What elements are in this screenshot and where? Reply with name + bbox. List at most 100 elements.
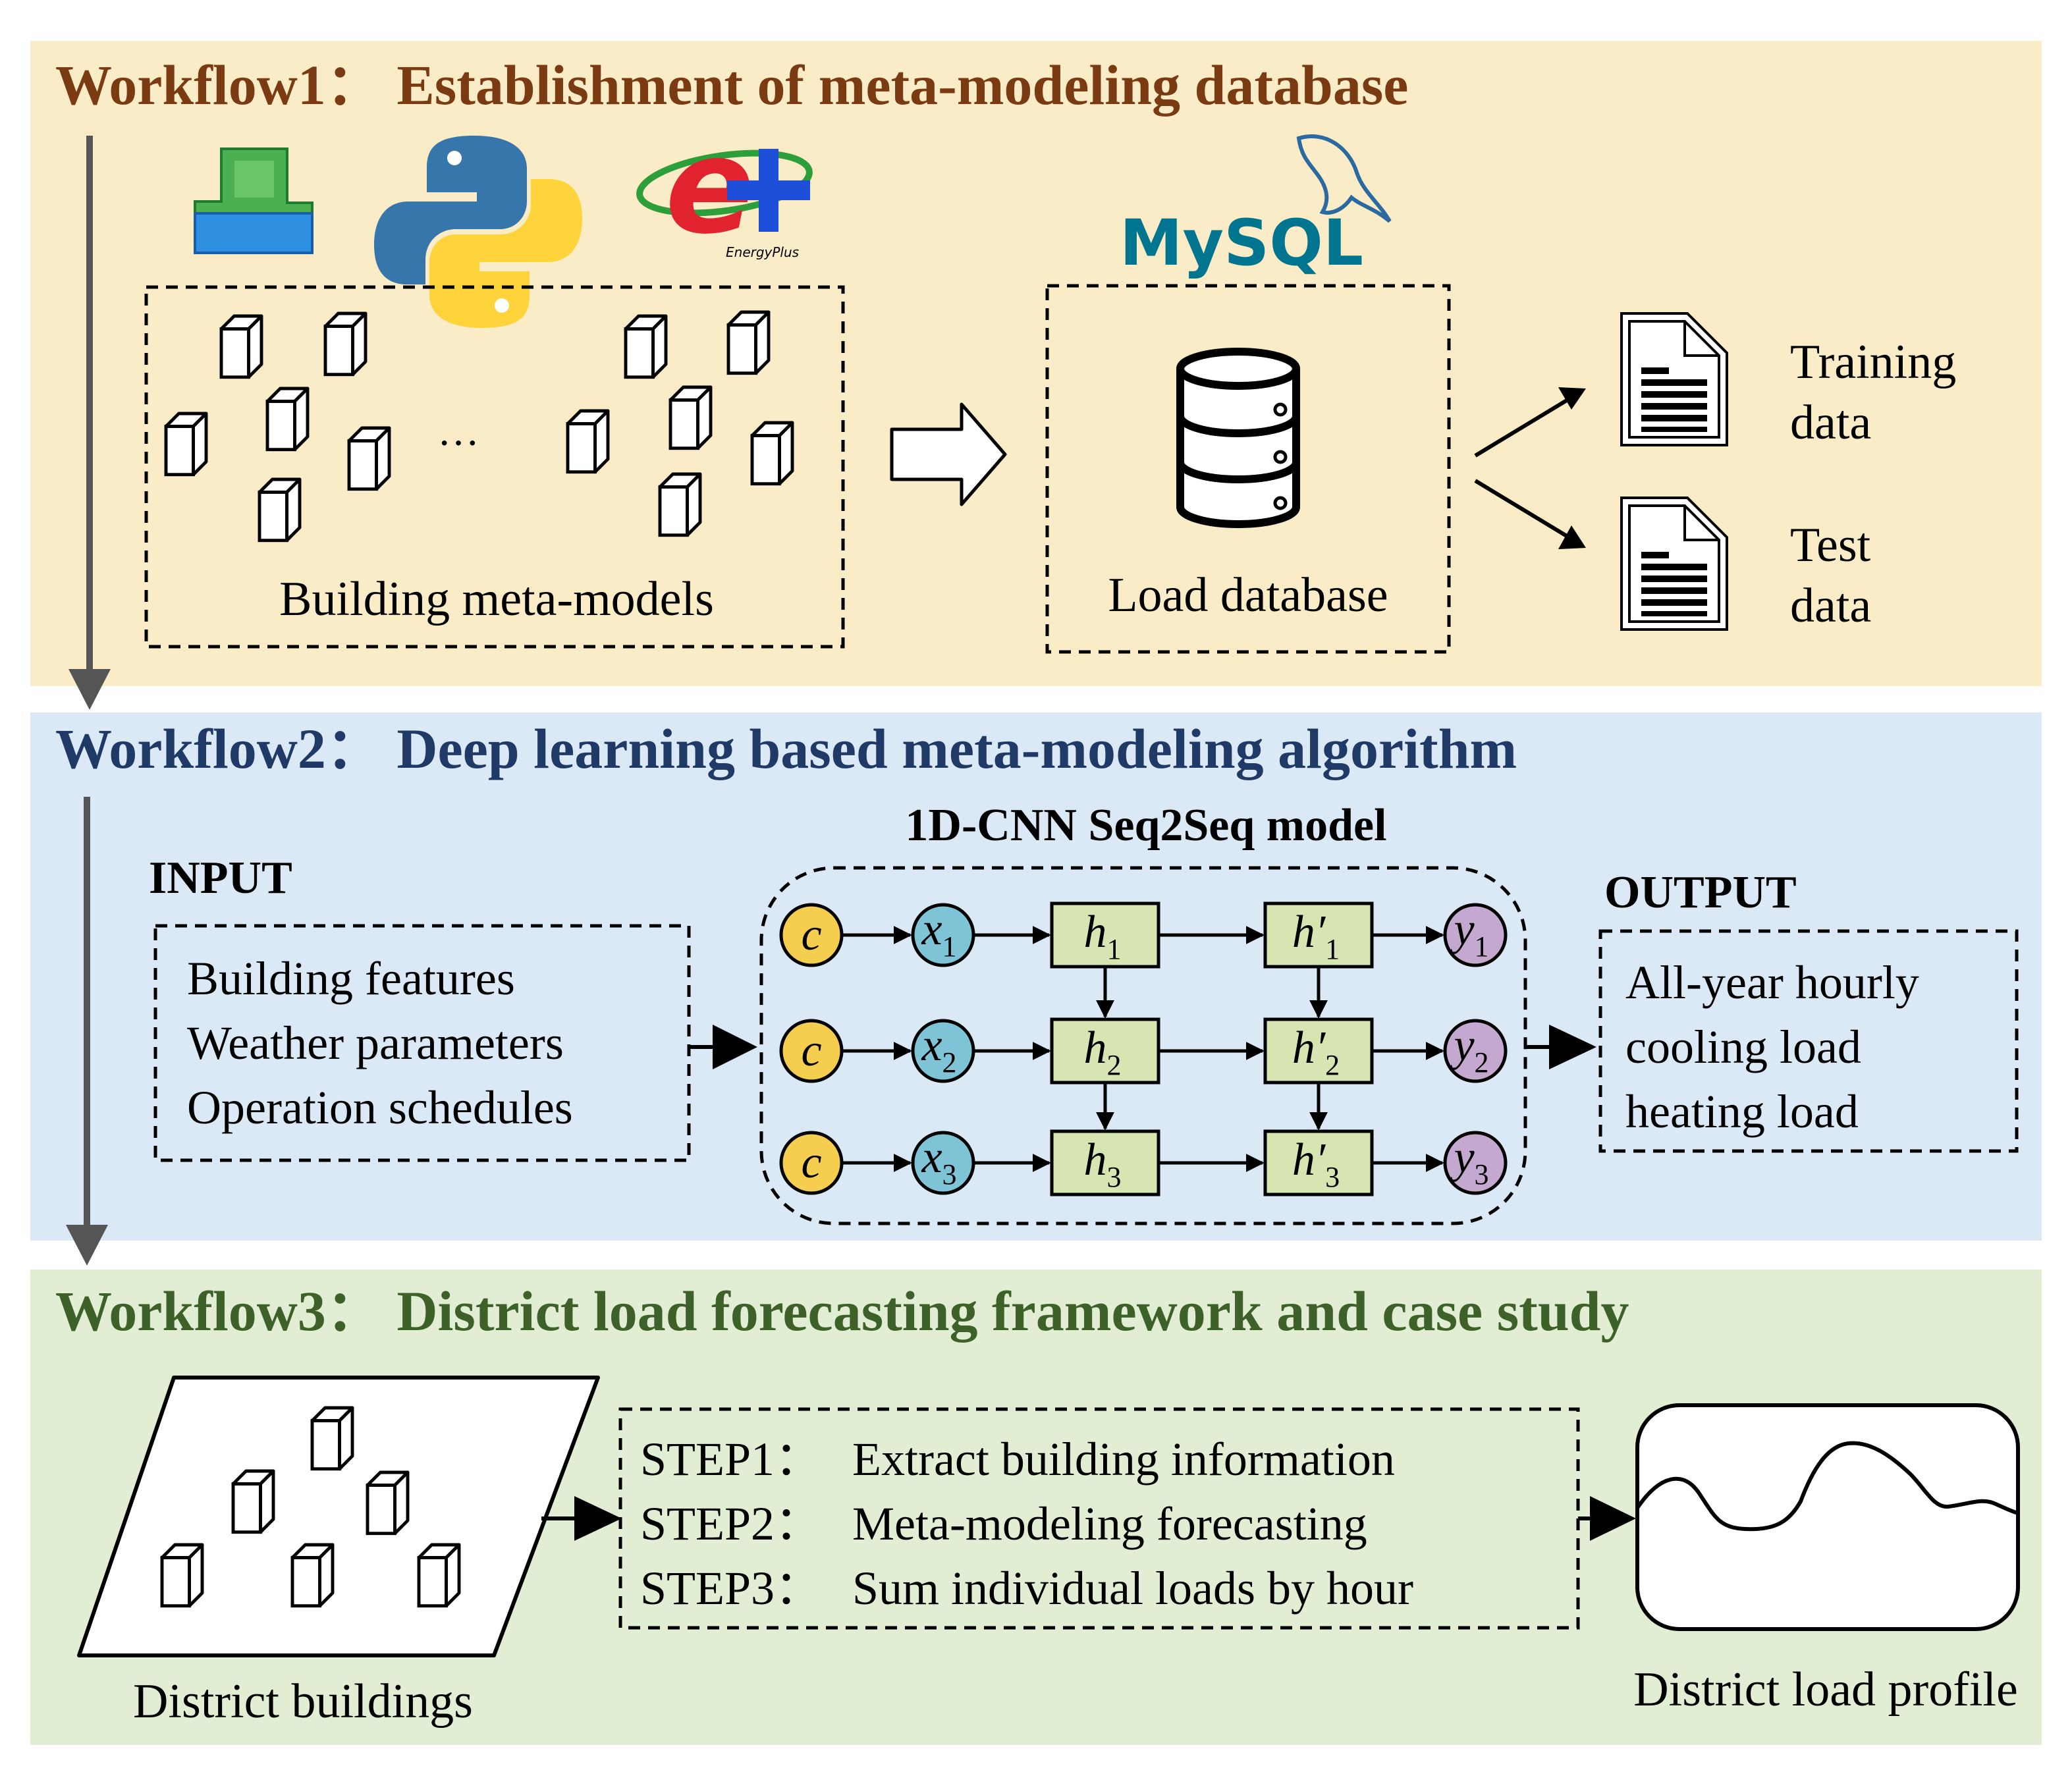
district-building-cube-icon <box>419 1545 459 1606</box>
flow-arrow-1 <box>68 136 111 710</box>
input-node-label: x1 <box>921 904 956 963</box>
building-cube-icon <box>568 411 608 472</box>
decoder-hidden-node <box>1263 1017 1374 1085</box>
output-node-label: y3 <box>1450 1132 1488 1191</box>
output-box <box>1598 929 2019 1153</box>
input-box <box>153 924 691 1162</box>
output-node <box>1443 1019 1508 1083</box>
test-label-line2: data <box>1790 579 1871 633</box>
context-label: c <box>801 1025 821 1076</box>
ellipsis: ··· <box>437 419 479 466</box>
building-cube-icon <box>670 387 711 448</box>
model-title: 1D-CNN Seq2Seq model <box>905 800 1386 851</box>
flow-arrow-2 <box>66 797 108 1266</box>
mysql-logo-text: MySQL <box>1120 206 1363 280</box>
encoder-hidden-label-subscript: 1 <box>1107 933 1122 965</box>
input-item: Building features <box>187 952 515 1005</box>
encoder-hidden-label: h2 <box>1084 1023 1122 1081</box>
workflow2-title: Workflow2： Deep learning based meta-mode… <box>55 717 1517 780</box>
output-header: OUTPUT <box>1604 867 1797 918</box>
decoder-hidden-label: h′2 <box>1292 1023 1340 1081</box>
building-meta-models-label: Building meta-models <box>279 572 714 626</box>
context-node <box>779 1131 844 1195</box>
input-node-label: x3 <box>921 1132 956 1191</box>
building-cube-icon <box>349 428 389 489</box>
decoder-hidden-label: h′3 <box>1292 1135 1340 1193</box>
district-parallelogram <box>77 1376 600 1657</box>
step-label: STEP1： <box>640 1433 822 1486</box>
decoder-hidden-label: h′1 <box>1292 907 1340 965</box>
output-node-label-main: y <box>1450 1132 1475 1183</box>
output-node-label-subscript: 2 <box>1475 1046 1489 1079</box>
load-profile-chart <box>1635 1403 2020 1631</box>
building-meta-models-box <box>144 285 845 649</box>
step-text: Meta-modeling forecasting <box>852 1497 1367 1550</box>
input-item: Operation schedules <box>187 1081 573 1134</box>
encoder-hidden-label-subscript: 3 <box>1107 1161 1122 1193</box>
encoder-hidden-node <box>1050 1017 1160 1085</box>
step-label: STEP3： <box>640 1562 822 1615</box>
decoder-hidden-node <box>1263 901 1374 969</box>
database-icon <box>1176 348 1300 528</box>
decoder-hidden-label-subscript: 1 <box>1325 933 1340 965</box>
step-label: STEP2： <box>640 1497 822 1550</box>
load-database-box <box>1045 284 1451 654</box>
building-cube-icon <box>626 316 666 377</box>
district-buildings-label: District buildings <box>133 1675 473 1729</box>
output-item: cooling load <box>1625 1021 1861 1073</box>
decoder-hidden-label-subscript: 3 <box>1325 1161 1340 1193</box>
energyplus-logo-text: EnergyPlus <box>726 244 799 260</box>
input-node-label-subscript: 1 <box>942 930 957 963</box>
district-load-profile-label: District load profile <box>1633 1663 2018 1717</box>
encoder-hidden-label-main: h <box>1084 1023 1107 1073</box>
steps-list: STEP1： Extract building informationSTEP2：… <box>640 1433 1413 1615</box>
input-header: INPUT <box>149 853 292 903</box>
step-text: Extract building information <box>852 1433 1395 1486</box>
decoder-hidden-label-main: h′ <box>1292 907 1326 957</box>
output-node <box>1443 1131 1508 1195</box>
arrow-to-training <box>1474 393 1577 458</box>
workflow2-panel <box>30 712 2042 1241</box>
district-building-cube-icon <box>162 1545 202 1606</box>
building-cube-icon <box>728 312 769 373</box>
district-building-cube-icon <box>292 1545 333 1606</box>
load-profile-curve <box>1635 1441 2019 1532</box>
mysql-logo-icon: MySQL <box>1120 134 1392 280</box>
training-label-line1: Training <box>1790 335 1956 389</box>
building-cube-icon <box>752 423 792 484</box>
decoder-hidden-label-subscript: 2 <box>1325 1049 1340 1081</box>
district-building-cube-icon <box>368 1472 408 1534</box>
building-cube-icon <box>325 313 366 375</box>
training-label-line2: data <box>1790 396 1871 450</box>
input-node-label-subscript: 3 <box>942 1158 957 1191</box>
input-node-label-subscript: 2 <box>942 1046 957 1079</box>
encoder-hidden-label: h3 <box>1084 1135 1122 1193</box>
output-node-label-main: y <box>1450 904 1475 955</box>
output-node <box>1443 903 1508 967</box>
building-cube-icon <box>221 316 261 377</box>
input-node <box>911 1019 975 1083</box>
encoder-hidden-node <box>1050 901 1160 969</box>
context-label: c <box>801 1137 821 1188</box>
energyplus-logo-icon: e EnergyPlus <box>636 110 813 263</box>
building-cube-icon <box>166 414 206 475</box>
context-label: c <box>801 909 821 960</box>
input-node-label-main: x <box>921 1020 942 1071</box>
output-node-label-main: y <box>1450 1020 1475 1071</box>
encoder-hidden-label: h1 <box>1084 907 1122 965</box>
building-cube-icon <box>259 479 300 541</box>
arrow-to-test <box>1474 479 1577 543</box>
python-logo-icon <box>374 136 582 328</box>
test-label-line1: Test <box>1790 518 1871 572</box>
load-database-label: Load database <box>1108 568 1388 622</box>
output-item: All-year hourly <box>1625 956 1919 1009</box>
district-building-cube-icon <box>312 1408 352 1469</box>
encoder-hidden-node <box>1050 1129 1160 1196</box>
decoder-hidden-node <box>1263 1129 1374 1196</box>
encoder-hidden-label-main: h <box>1084 1135 1107 1185</box>
output-node-label: y2 <box>1450 1020 1488 1079</box>
